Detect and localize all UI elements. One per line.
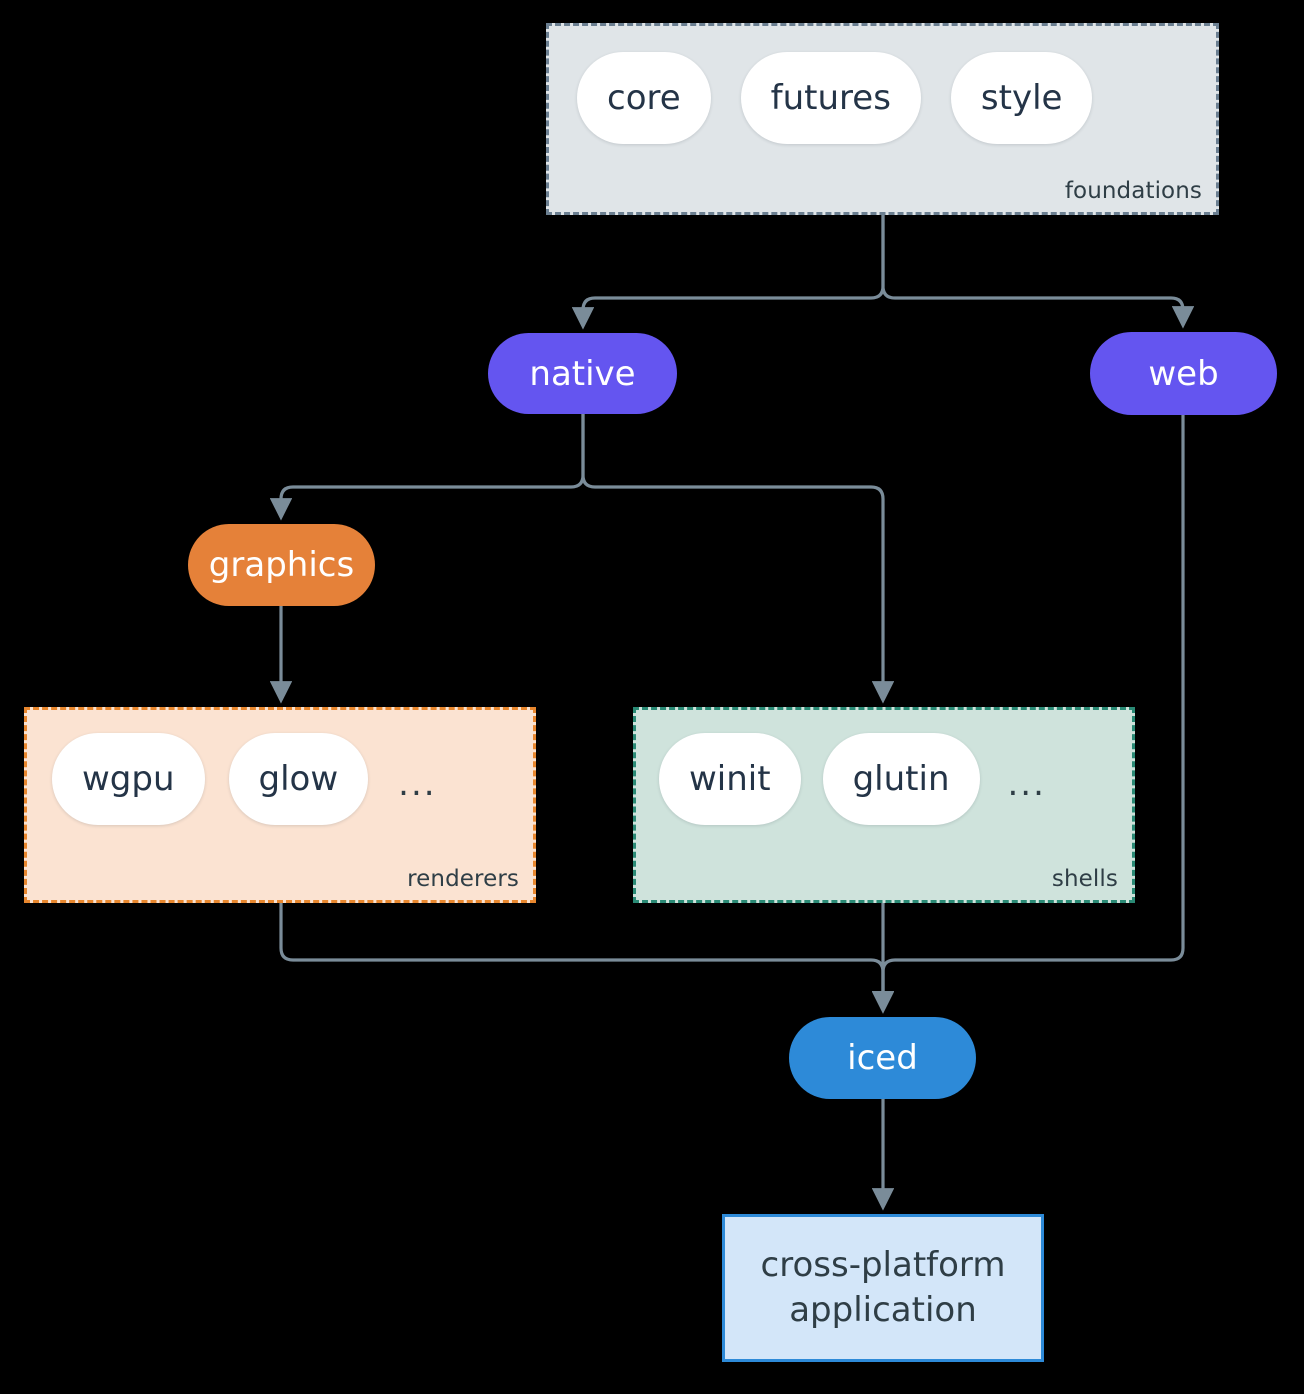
cluster-shells: winit glutin ... shells (633, 707, 1135, 903)
foundations-items: core futures style (577, 52, 1093, 144)
edge-foundations-native (571, 215, 885, 330)
cluster-label-foundations: foundations (1064, 178, 1202, 204)
node-cross-platform-application[interactable]: cross-platform application (722, 1214, 1044, 1362)
node-graphics[interactable]: graphics (188, 524, 375, 606)
node-iced[interactable]: iced (789, 1017, 976, 1099)
edge-renderers-iced (279, 903, 895, 1014)
renderers-items: wgpu glow ... (52, 733, 443, 825)
node-core[interactable]: core (577, 52, 711, 144)
edge-native-graphics (269, 414, 585, 521)
edge-foundations-web (881, 215, 1195, 329)
node-style[interactable]: style (950, 52, 1093, 144)
app-line-2: application (789, 1290, 977, 1330)
node-glutin[interactable]: glutin (822, 733, 980, 825)
node-glow[interactable]: glow (228, 733, 369, 825)
cluster-label-renderers: renderers (407, 866, 519, 892)
shells-items: winit glutin ... (659, 733, 1052, 825)
node-futures[interactable]: futures (740, 52, 921, 144)
renderers-ellipsis: ... (398, 764, 437, 804)
app-line-1: cross-platform (760, 1245, 1006, 1286)
node-native[interactable]: native (488, 333, 677, 414)
node-web[interactable]: web (1090, 332, 1277, 415)
cluster-label-shells: shells (1051, 866, 1118, 892)
cluster-renderers: wgpu glow ... renderers (24, 707, 536, 903)
edge-native-shells (581, 414, 895, 704)
cluster-foundations: core futures style foundations (546, 23, 1219, 215)
node-wgpu[interactable]: wgpu (52, 733, 205, 825)
node-winit[interactable]: winit (659, 733, 801, 825)
shells-ellipsis: ... (1007, 764, 1046, 804)
